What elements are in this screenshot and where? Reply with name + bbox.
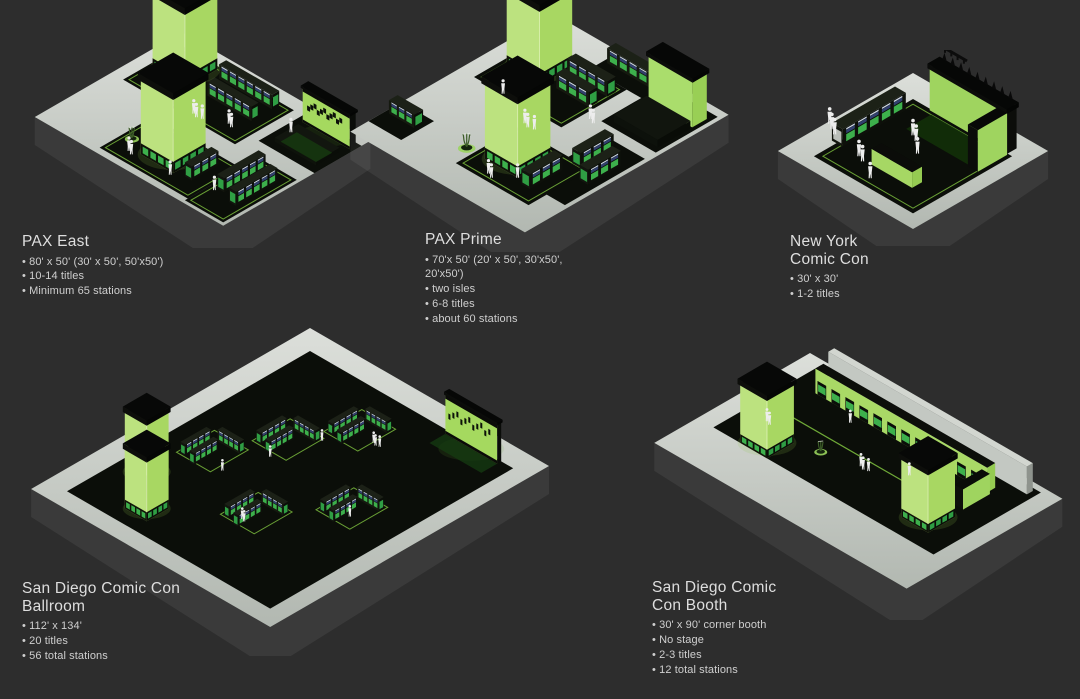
spec-bullet: 2-3 titles — [652, 648, 790, 663]
spec-bullet: two isles — [425, 282, 603, 297]
spec-bullet: 80' x 50' (30' x 50', 50'x50') — [22, 255, 272, 270]
spec-bullet: 1-2 titles — [790, 287, 895, 302]
spec-bullet: 112' x 134' — [22, 619, 217, 634]
pax-east-label: PAX East 80' x 50' (30' x 50', 50'x50')1… — [22, 233, 272, 299]
spec-bullet: 70'x 50' (20' x 50', 30'x50', 20'x50') — [425, 253, 603, 282]
san-diego-booth-isometric-diagram — [654, 348, 1063, 620]
spec-bullet: 30' x 30' — [790, 272, 895, 287]
spec-bullet: 30' x 90' corner booth — [652, 618, 790, 633]
new-york-comic-con-label: New York Comic Con 30' x 30'1-2 titles — [790, 233, 895, 302]
spec-bullet: No stage — [652, 633, 790, 648]
section-title: New York Comic Con — [790, 233, 869, 268]
san-diego-booth-label: San Diego Comic Con Booth 30' x 90' corn… — [652, 579, 790, 677]
spec-bullet: 56 total stations — [22, 649, 217, 664]
section-bullets: 112' x 134'20 titles56 total stations — [22, 619, 217, 663]
spec-bullet: 6-8 titles — [425, 297, 603, 312]
section-bullets: 30' x 90' corner boothNo stage2-3 titles… — [652, 618, 790, 677]
section-title: San Diego Comic Con Booth — [652, 579, 777, 614]
section-title: PAX East — [22, 233, 90, 250]
section-title: San Diego Comic Con Ballroom — [22, 580, 181, 615]
pax-prime-label: PAX Prime 70'x 50' (20' x 50', 30'x50', … — [425, 231, 603, 326]
spec-bullet: Minimum 65 stations — [22, 284, 272, 299]
spec-bullet: 20 titles — [22, 634, 217, 649]
section-bullets: 80' x 50' (30' x 50', 50'x50')10-14 titl… — [22, 255, 272, 299]
spec-bullet: about 60 stations — [425, 312, 603, 327]
spec-bullet: 10-14 titles — [22, 269, 272, 284]
spec-bullet: 12 total stations — [652, 663, 790, 678]
san-diego-ballroom-label: San Diego Comic Con Ballroom 112' x 134'… — [22, 580, 217, 664]
section-title: PAX Prime — [425, 231, 502, 248]
section-bullets: 30' x 30'1-2 titles — [790, 272, 895, 301]
section-bullets: 70'x 50' (20' x 50', 30'x50', 20'x50')tw… — [425, 253, 603, 327]
pax-east-isometric-diagram — [34, 0, 371, 248]
pax-prime-isometric-diagram — [350, 0, 729, 252]
new-york-comic-con-isometric-diagram — [777, 50, 1049, 246]
